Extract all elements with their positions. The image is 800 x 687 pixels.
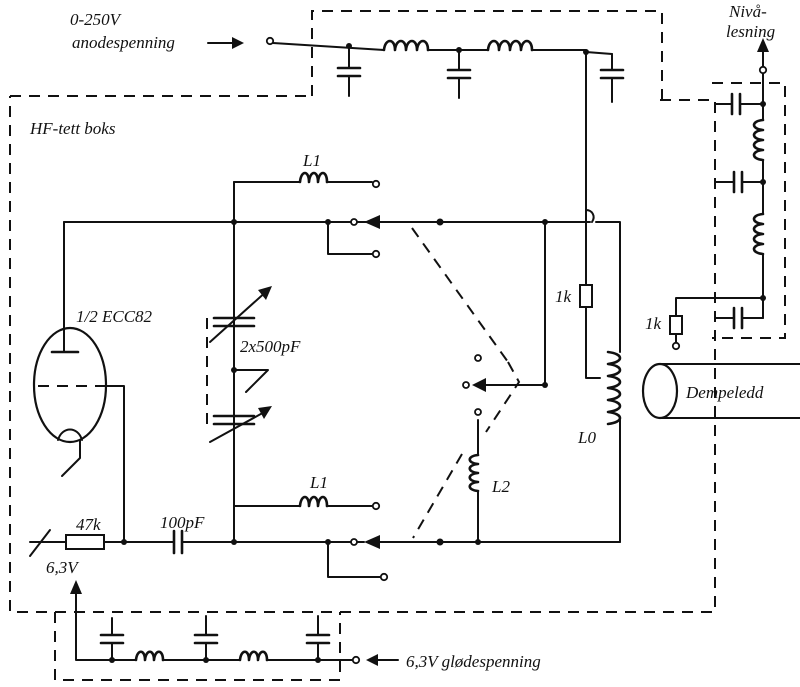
- feedthrough-capacitor-icon: [599, 53, 625, 103]
- level-pickup-terminal: [671, 341, 681, 351]
- arrow-icon: [207, 37, 244, 49]
- capacitor-icon: [715, 170, 764, 194]
- arrow-icon: [70, 580, 113, 661]
- heater-voltage-label: 6,3V: [46, 558, 80, 577]
- switch-icon: [327, 535, 621, 582]
- coil-l2-label: L2: [491, 477, 510, 496]
- resistor-47k-label: 47k: [76, 515, 101, 534]
- capacitor-icon: [193, 615, 219, 661]
- resistor-1k-b-label: 1k: [645, 314, 662, 333]
- vacuum-tube-icon: 1/2 ECC82: [32, 221, 153, 543]
- capacitor-icon: [305, 615, 331, 661]
- capacitor-100pf-label: 100pF: [160, 513, 205, 532]
- switch-icon: L2: [462, 354, 548, 543]
- heater-supply-label: 6,3V glødespenning: [406, 652, 541, 671]
- capacitor-icon: [715, 92, 764, 116]
- coil-icon: [134, 650, 165, 662]
- anode-supply-input: 0-250V anodespenning: [70, 10, 625, 211]
- capacitor-icon: [715, 306, 764, 330]
- coil-icon: [486, 39, 534, 52]
- anode-terminal: [265, 36, 275, 46]
- rf-shielded-box: [9, 95, 716, 613]
- coil-l1-bottom: L1: [233, 473, 381, 511]
- arrow-icon: [757, 38, 769, 67]
- arrow-icon: [366, 654, 399, 666]
- switch-icon: [327, 209, 621, 386]
- resistor-icon: [65, 534, 105, 550]
- variable-capacitor-icon: [209, 406, 272, 443]
- coil-l0-label: L0: [577, 428, 596, 447]
- anode-supply-label: anodespenning: [72, 33, 175, 52]
- coil-l1-top-label: L1: [302, 151, 321, 170]
- heater-terminal: [351, 655, 361, 665]
- tube-label: 1/2 ECC82: [76, 307, 153, 326]
- resistor-1k-a-label: 1k: [555, 287, 572, 306]
- coil-icon: [752, 212, 765, 256]
- coil-l1-top: L1: [233, 151, 381, 189]
- attenuator-icon: Dempeledd: [641, 362, 800, 420]
- coil-icon: [752, 118, 765, 162]
- rf-box-label: HF-tett boks: [29, 119, 116, 138]
- attenuator-label: Dempeledd: [685, 383, 764, 402]
- coil-icon: [382, 39, 430, 52]
- heater-filter-box: [54, 612, 341, 681]
- coil-l1-bottom-label: L1: [309, 473, 328, 492]
- capacitor-icon: [446, 49, 472, 99]
- coil-icon: [238, 650, 269, 662]
- anode-filter-box: [311, 10, 663, 100]
- resistor-icon: [579, 284, 593, 308]
- level-reading-output: Nivå- lesning: [645, 2, 775, 351]
- variable-capacitor-icon: [209, 286, 272, 343]
- resistor-icon: [669, 315, 683, 335]
- coil-icon: [468, 453, 480, 493]
- coil-l0: 1k L0: [555, 209, 622, 543]
- anode-voltage-label: 0-250V: [70, 10, 123, 29]
- capacitor-icon: [336, 45, 362, 97]
- level-reading-label-2: lesning: [726, 22, 775, 41]
- level-terminal: [758, 65, 768, 75]
- heater-supply-input: 6,3V: [46, 558, 541, 671]
- level-filter-box: [712, 82, 786, 339]
- capacitor-icon: [172, 529, 184, 555]
- capacitor-icon: [99, 617, 125, 661]
- capacitor-var-label: 2x500pF: [240, 337, 301, 356]
- level-reading-label: Nivå-: [728, 2, 767, 21]
